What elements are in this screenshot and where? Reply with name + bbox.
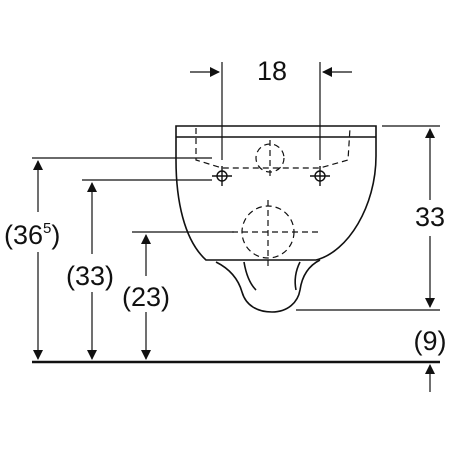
inlet-height-label: (23) — [122, 282, 170, 312]
bolt-left — [212, 166, 232, 186]
total-height-label: (365) — [4, 220, 60, 250]
dim-right-height — [296, 125, 440, 311]
bolt-right — [310, 166, 330, 186]
floor-offset-label: (9) — [414, 326, 447, 356]
bowl-outer — [175, 125, 377, 261]
right-height-label: 33 — [415, 202, 445, 232]
spout-inner-right — [294, 261, 301, 291]
dim-top-width — [190, 62, 352, 160]
hidden-lines — [195, 127, 351, 266]
spout-outline — [215, 259, 321, 313]
dim-floor-offset — [32, 360, 440, 392]
inner-cavity — [195, 127, 351, 169]
toilet-outline — [175, 125, 377, 313]
outlet-height-label: (33) — [66, 261, 114, 291]
inlet-circle — [255, 143, 285, 173]
mounting-bolts — [212, 166, 330, 186]
dim-left-ext-lines — [32, 157, 234, 233]
spout-inner — [243, 261, 257, 291]
top-width-label: 18 — [257, 56, 287, 86]
